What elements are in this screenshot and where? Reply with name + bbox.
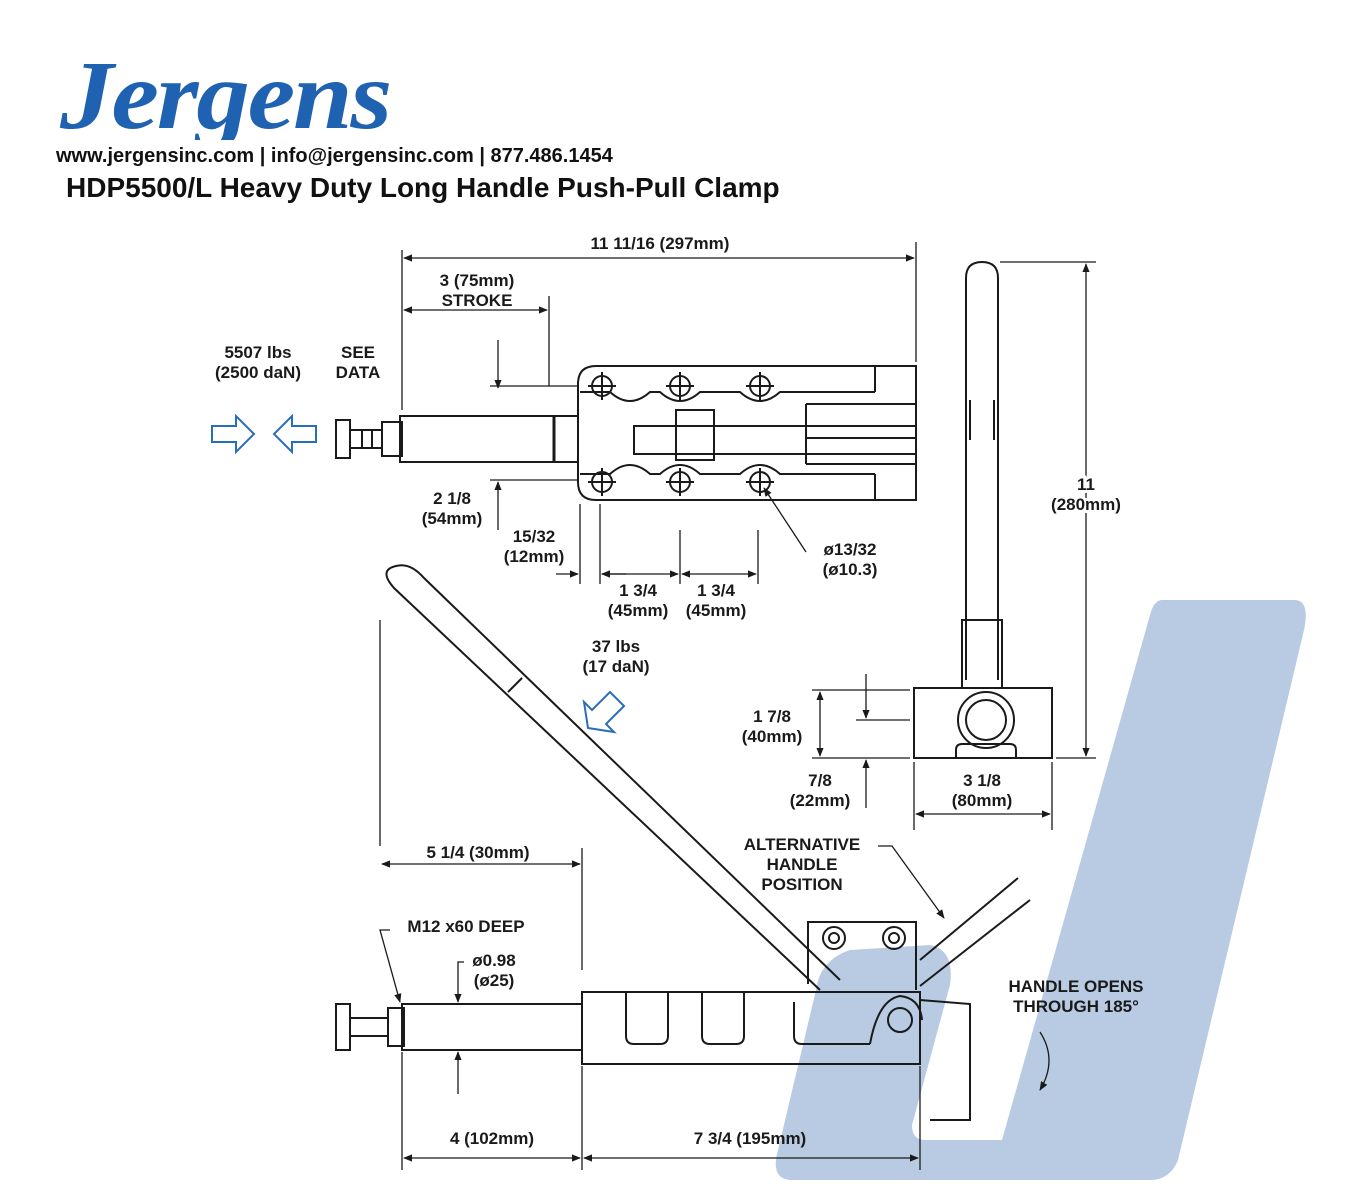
force-dan-label: (2500 daN): [215, 363, 301, 382]
header: Jergens www.jergensinc.com | info@jergen…: [0, 0, 1360, 220]
see-label: SEE: [341, 343, 375, 362]
pitch1-mm-label: (45mm): [608, 601, 668, 620]
dia098-in-label: ø0.98: [472, 951, 515, 970]
bolt-holes: [588, 372, 774, 496]
h78-in-label: 7/8: [808, 771, 832, 790]
h514-label: 5 1/4 (30mm): [427, 843, 530, 862]
end-view-dimensions: [812, 261, 1096, 830]
height-mm-label: (280mm): [1051, 495, 1121, 514]
h178-in-label: 1 7/8: [753, 707, 791, 726]
data-label: DATA: [336, 363, 381, 382]
w318-in-label: 3 1/8: [963, 771, 1001, 790]
w318-mm-label: (80mm): [952, 791, 1012, 810]
jergens-logo: Jergens: [59, 42, 392, 140]
contact-line: www.jergensinc.com | info@jergensinc.com…: [56, 145, 613, 167]
dia1332-in-label: ø13/32: [824, 540, 877, 559]
end-view-clamp: [913, 260, 1053, 759]
h178-mm-label: (40mm): [742, 727, 802, 746]
thread-label: M12 x60 DEEP: [407, 917, 524, 936]
top-view-clamp: [335, 365, 917, 501]
handle-force-dan-label: (17 daN): [582, 657, 649, 676]
watermark-slash: [775, 600, 1306, 1180]
side-view-clamp: [335, 564, 1031, 1121]
len4-label: 4 (102mm): [450, 1129, 534, 1148]
push-pull-arrows: [211, 413, 317, 455]
off1532-mm-label: (12mm): [504, 547, 564, 566]
page-title: HDP5500/L Heavy Duty Long Handle Push-Pu…: [66, 172, 780, 203]
alt-line3-label: POSITION: [761, 875, 842, 894]
logo-wordmark: Jergens: [59, 42, 390, 140]
opens-line2-label: THROUGH 185°: [1013, 997, 1139, 1016]
stroke-word-label: STROKE: [442, 291, 513, 310]
pitch1-in-label: 1 3/4: [619, 581, 657, 600]
opens-line1-label: HANDLE OPENS: [1008, 977, 1143, 996]
off1532-in-label: 15/32: [513, 527, 556, 546]
overall-length-label: 11 11/16 (297mm): [591, 234, 730, 253]
len734-label: 7 3/4 (195mm): [694, 1129, 806, 1148]
top-dimensions: [401, 242, 917, 584]
dimension-labels: 11 11/16 (297mm) 3 (75mm) STROKE 5507 lb…: [215, 234, 1144, 1148]
height-in-label: 11: [1077, 475, 1095, 494]
h218-mm-label: (54mm): [422, 509, 482, 528]
pull-arrow-icon: [272, 413, 317, 455]
alt-line1-label: ALTERNATIVE: [744, 835, 860, 854]
dia1332-mm-label: (ø10.3): [823, 560, 878, 579]
pitch2-in-label: 1 3/4: [697, 581, 735, 600]
handle-force-lbs-label: 37 lbs: [592, 637, 640, 656]
side-view-dimensions: [379, 620, 1050, 1170]
alt-line2-label: HANDLE: [767, 855, 838, 874]
push-arrow-icon: [211, 413, 256, 455]
stroke-value-label: 3 (75mm): [440, 271, 515, 290]
force-lbs-label: 5507 lbs: [224, 343, 291, 362]
h78-mm-label: (22mm): [790, 791, 850, 810]
handle-force-arrow-icon: [582, 690, 626, 734]
pitch2-mm-label: (45mm): [686, 601, 746, 620]
h218-in-label: 2 1/8: [433, 489, 471, 508]
dia098-mm-label: (ø25): [474, 971, 515, 990]
